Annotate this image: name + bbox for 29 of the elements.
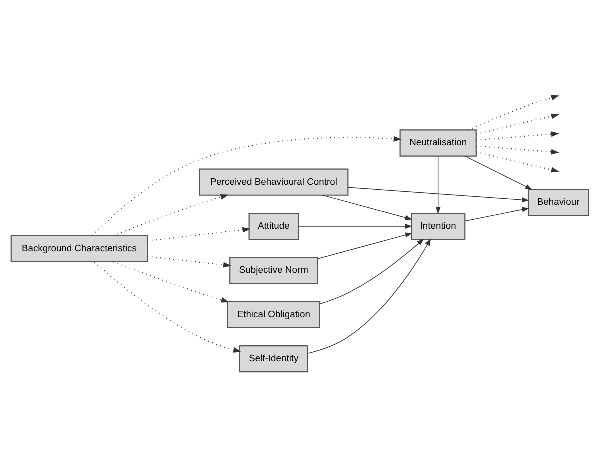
arrow (148, 227, 251, 242)
arrow (92, 136, 402, 236)
arrow (318, 232, 413, 260)
arrow (112, 194, 229, 236)
node-box: Self-Identity (239, 345, 308, 373)
node-box: Neutralisation (400, 130, 477, 157)
node-box: Attitude (248, 212, 300, 240)
arrow (348, 187, 530, 203)
arrow (465, 156, 533, 190)
arrow (298, 224, 412, 230)
arrow (308, 238, 432, 354)
arrow (476, 152, 560, 173)
node-box: Background Characteristics (10, 235, 148, 263)
arrow (320, 238, 424, 305)
arrow (465, 207, 530, 222)
node-box: Perceived Behavioural Control (199, 168, 349, 196)
arrow (322, 195, 413, 220)
node-box: Ethical Obligation (227, 301, 320, 328)
arrow (114, 262, 230, 303)
arrow (476, 114, 560, 135)
node-box: Subjective Norm (230, 257, 318, 284)
node-box: Intention (411, 212, 466, 240)
arrow (468, 95, 560, 131)
arrow (476, 146, 560, 155)
arrow (148, 256, 232, 268)
arrow (436, 156, 441, 214)
arrow (94, 262, 242, 353)
arrow (476, 132, 560, 141)
node-box: Behaviour (528, 189, 590, 216)
